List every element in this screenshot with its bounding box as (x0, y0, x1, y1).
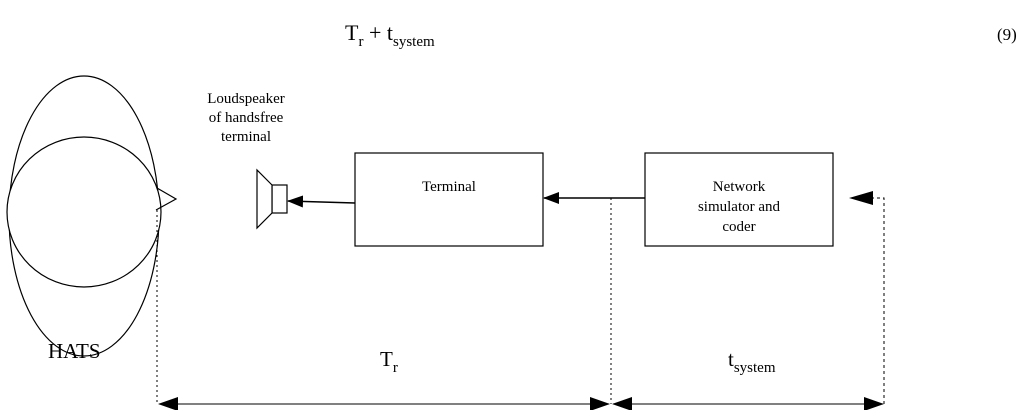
hats-mouth-icon (155, 187, 178, 211)
formula: Tr + tsystem (345, 20, 435, 50)
tsystem-dimension-label: tsystem (728, 347, 776, 376)
tsystem-left-arrowhead (612, 397, 632, 410)
tr-dimension-label: Tr (380, 347, 398, 376)
network-simulator-box (644, 152, 834, 247)
terminal-box (354, 152, 544, 247)
tr-left-arrowhead (158, 397, 178, 410)
input-arrowhead (849, 191, 873, 205)
loudspeaker-label-line-2: of handsfree (209, 110, 284, 126)
input-dashed-path (873, 197, 885, 404)
loudspeaker-label: Loudspeaker of handsfree terminal (207, 91, 284, 145)
terminal-label: Terminal (422, 179, 476, 195)
loudspeaker-label-line-3: terminal (221, 129, 271, 145)
equation-number: (9) (997, 25, 1017, 44)
network-simulator-label: Network simulator and coder (698, 179, 781, 235)
loudspeaker-icon (256, 168, 288, 230)
hats-label: HATS (48, 339, 101, 363)
hats-head-circle (6, 136, 162, 288)
network-label-line-1: Network (713, 179, 766, 195)
loudspeaker-label-line-1: Loudspeaker (207, 91, 284, 107)
hats-head-figure (6, 75, 178, 357)
tsystem-right-arrowhead (864, 397, 884, 410)
network-label-line-3: coder (722, 219, 755, 235)
terminal-to-loudspeaker-arrow (287, 195, 356, 208)
network-label-line-2: simulator and (698, 199, 781, 215)
tr-right-arrowhead (590, 397, 610, 410)
